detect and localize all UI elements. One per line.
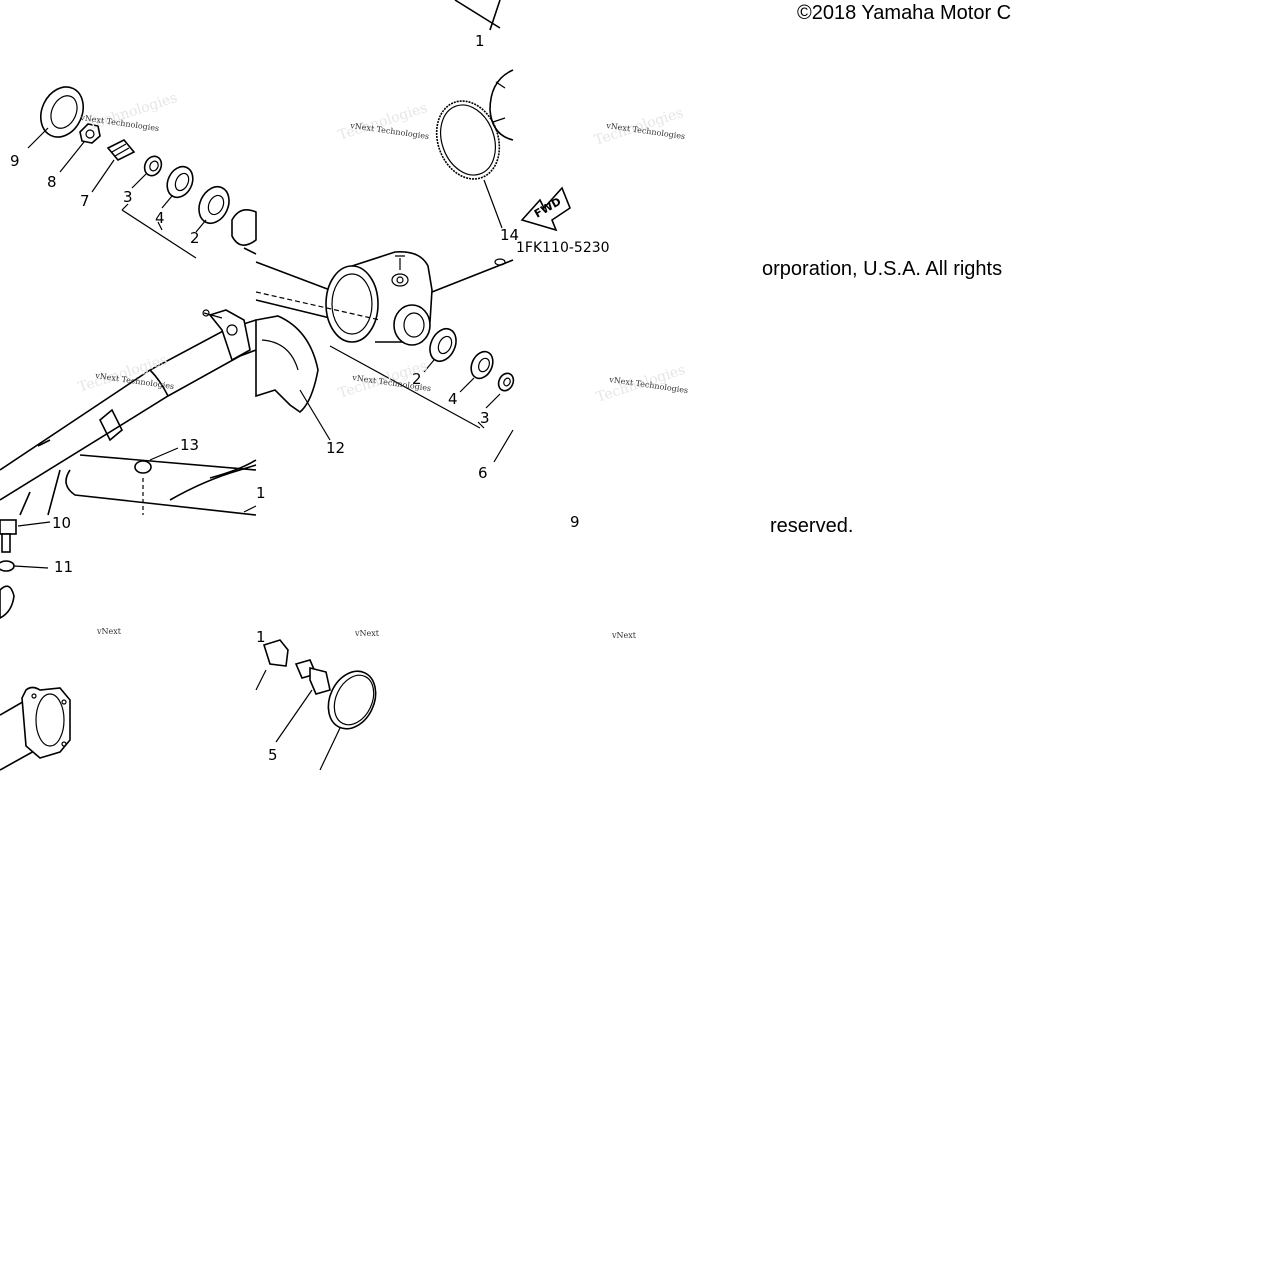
callout-2-b: 2 — [412, 370, 422, 388]
callout-13: 13 — [180, 436, 199, 454]
callout-3-b: 3 — [480, 409, 490, 427]
callout-4-b: 4 — [448, 390, 458, 408]
diagram-tile-right: Technologies vNext Technologies Technolo… — [570, 105, 689, 640]
copyright-line-2: orporation, U.S.A. All rights — [762, 258, 1003, 280]
callout-10: 10 — [52, 514, 71, 532]
axle-tube-part — [0, 686, 71, 771]
diagram-tile-top-middle: 14 FWD 1FK110-5230 — [209, 69, 610, 771]
callout-2-a: 2 — [190, 229, 200, 247]
lock-washer-part — [0, 560, 15, 572]
callout-4-a: 4 — [155, 209, 165, 227]
watermark-3: vNext — [96, 627, 122, 636]
swingarm-frame — [0, 319, 257, 516]
callout-10-partial: 1 — [256, 628, 266, 646]
callout-1: 1 — [475, 32, 485, 50]
callout-11: 11 — [54, 558, 73, 576]
dust-cap-part — [327, 670, 377, 730]
oil-seal-part — [40, 86, 84, 138]
callout-5: 5 — [268, 746, 278, 764]
bolt-part — [0, 519, 17, 553]
callout-1-partial: 1 — [256, 484, 266, 502]
callout-9-b: 9 — [570, 513, 580, 531]
adjust-bolt-part — [294, 659, 331, 695]
ball-bearing-part — [198, 185, 230, 225]
needle-bearing-part — [166, 165, 194, 199]
callout-7: 7 — [80, 192, 90, 210]
callout-9-a: 9 — [10, 152, 20, 170]
final-gear-housing — [255, 250, 514, 346]
cap-part — [134, 460, 152, 474]
watermark-9: vNext — [611, 631, 637, 640]
part-code-label: 1FK110-5230 — [516, 240, 610, 256]
callout-6: 6 — [478, 464, 488, 482]
callout-12: 12 — [326, 439, 345, 457]
cable-clip-part — [255, 639, 289, 691]
brake-plate-part — [255, 315, 319, 414]
callout-8: 8 — [47, 173, 57, 191]
forward-arrow-icon: FWD — [520, 186, 571, 232]
stud-bolt-part — [106, 139, 136, 161]
washer-part — [143, 155, 163, 177]
copyright-line-3: reserved. — [770, 515, 854, 537]
callout-3-a: 3 — [123, 188, 133, 206]
callout-14: 14 — [500, 226, 519, 244]
copyright-line-1: ©2018 Yamaha Motor C — [797, 2, 1012, 24]
ring-gear-part — [435, 100, 501, 180]
nut-part — [79, 123, 101, 144]
watermark-6: vNext — [354, 629, 380, 638]
